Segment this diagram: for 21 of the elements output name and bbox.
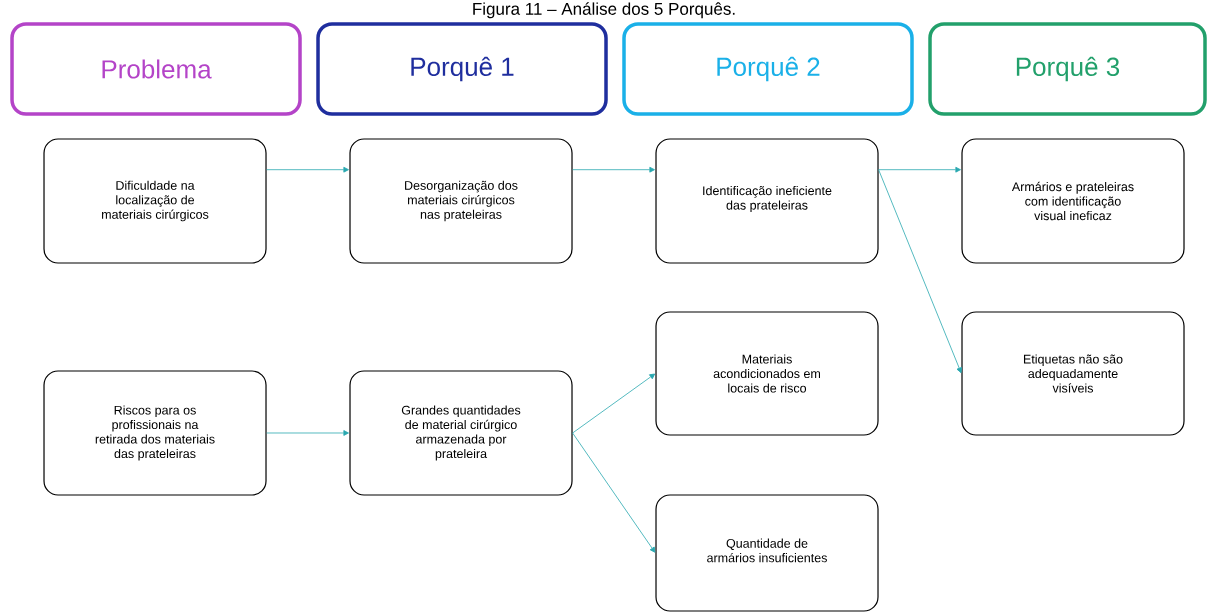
- header-box: Porquê 2: [622, 22, 914, 116]
- arrow: [878, 166, 961, 173]
- process-box: Etiquetas não são adequadamente visíveis: [961, 311, 1185, 436]
- process-box: Desorganização dos materiais cirúrgicos nas prateleiras: [349, 138, 573, 264]
- arrow: [572, 373, 656, 434]
- process-box: Dificuldade na localização de materiais cirúrgicos: [43, 138, 267, 264]
- header-box: Porquê 3: [928, 22, 1207, 116]
- arrow: [878, 169, 962, 374]
- arrow: [266, 166, 349, 173]
- arrow: [266, 430, 349, 436]
- process-box: Riscos para os profissionais na retirada dos materiais das prateleiras: [43, 370, 267, 496]
- process-box: Grandes quantidades de material cirúrgico armazenada por prateleira: [349, 370, 573, 496]
- process-box: Materiais acondicionados em locais de risco: [655, 311, 879, 436]
- header-box: Problema: [10, 22, 302, 116]
- figure-title: Figura 11 – Análise dos 5 Porquês.: [473, 2, 735, 19]
- arrow: [572, 432, 656, 553]
- process-box: Armários e prateleiras com identificação visual ineficaz: [961, 138, 1185, 264]
- process-box: Quantidade de armários insuficientes: [655, 494, 879, 612]
- arrow: [572, 166, 655, 173]
- header-box: Porquê 1: [316, 22, 608, 116]
- process-box: Identificação ineficiente das prateleiras: [655, 138, 879, 264]
